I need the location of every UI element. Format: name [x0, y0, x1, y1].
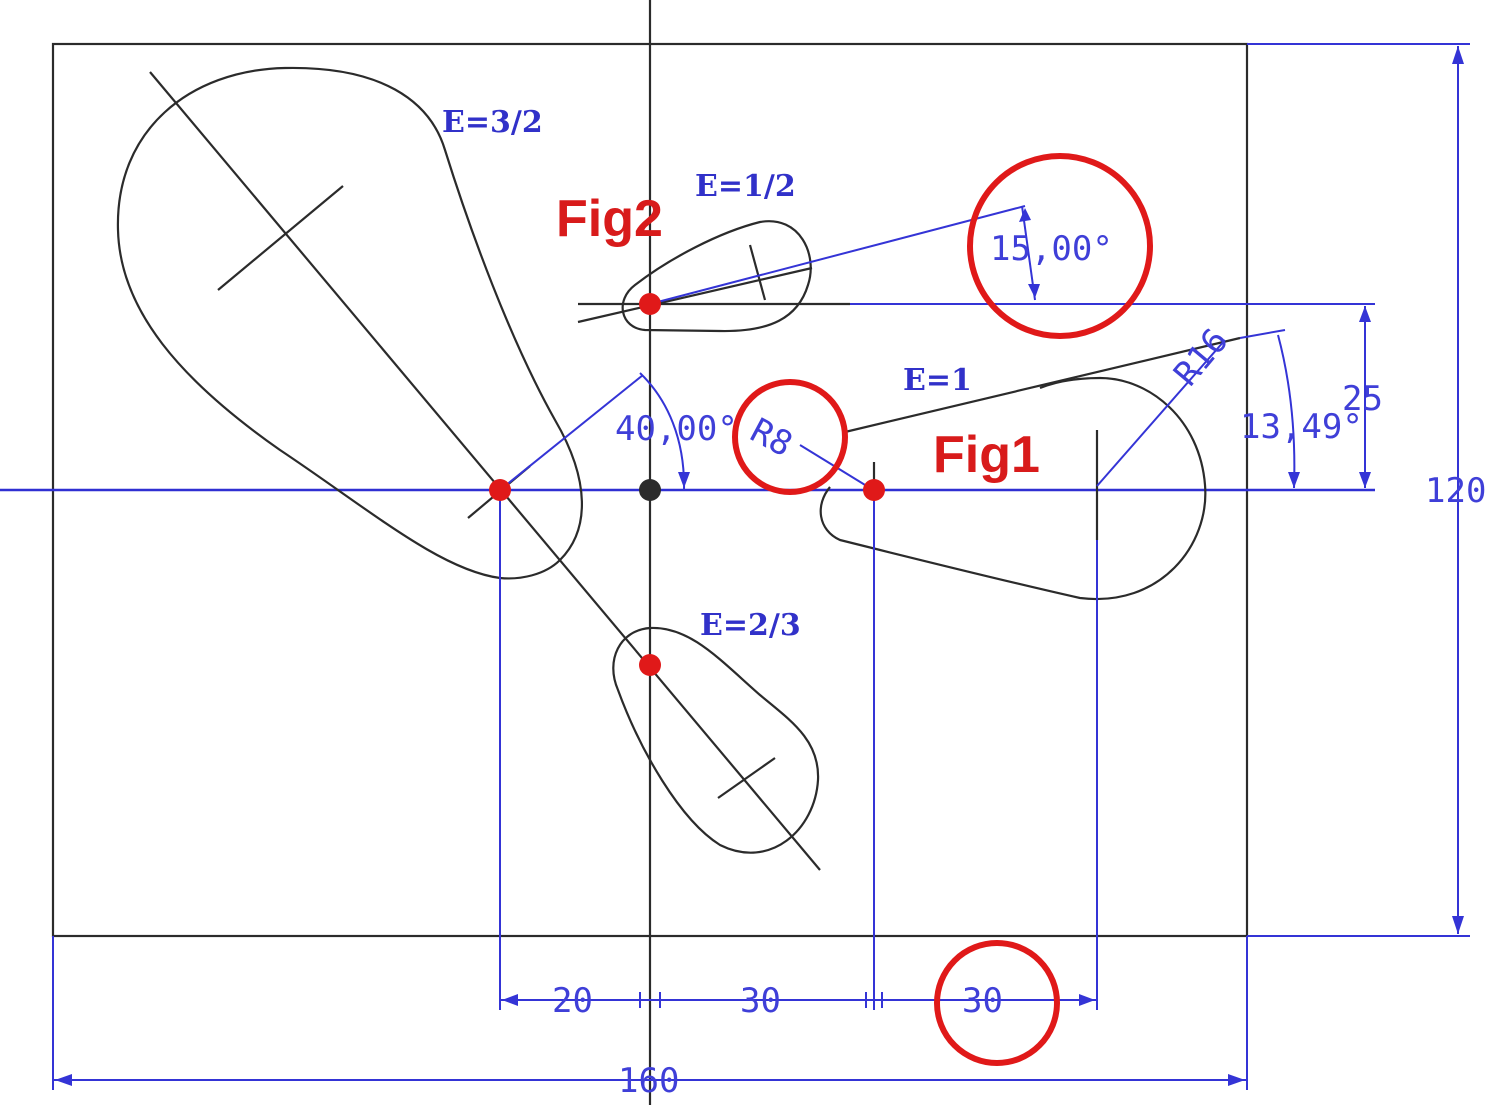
label-e-1-2: E=1/2: [695, 169, 796, 204]
label-e-3-2: E=3/2: [442, 105, 543, 140]
arrowheads: [55, 46, 1464, 1086]
label-fig1: Fig1: [933, 426, 1040, 484]
dim-vertical-120: 120: [1425, 471, 1486, 511]
lobe-e-2-3: [612, 626, 820, 854]
dim-horizontal-30b: 30: [962, 981, 1003, 1021]
lobe-e-1-2: [577, 220, 850, 333]
label-e-2-3: E=2/3: [700, 608, 801, 643]
label-fig2: Fig2: [556, 190, 663, 248]
dim-horizontal-160: 160: [618, 1061, 679, 1101]
highlight-circle-angle-15: [967, 153, 1153, 339]
dim-vertical-25: 25: [1342, 379, 1383, 419]
dim-radius-8: R8: [744, 411, 799, 466]
dim-angle-15: 15,00°: [990, 229, 1113, 269]
center-point-e-1: [863, 479, 885, 501]
center-point-origin: [639, 479, 661, 501]
center-point-e-3-2: [489, 479, 511, 501]
center-point-e-2-3: [639, 654, 661, 676]
label-e-1: E=1: [903, 363, 972, 398]
dimension-lines: [52, 43, 1470, 1090]
dim-horizontal-30a: 30: [740, 981, 781, 1021]
lobe-e-3-2: [116, 66, 821, 871]
highlight-circle-dim-30: [934, 940, 1060, 1066]
highlight-circle-radius-8: [732, 379, 848, 495]
dim-angle-13: 13,49°: [1240, 407, 1363, 447]
dim-angle-40: 40,00°: [615, 409, 738, 449]
dim-radius-16: R16: [1166, 321, 1236, 394]
dim-horizontal-20: 20: [552, 981, 593, 1021]
center-point-e-1-2: [639, 293, 661, 315]
